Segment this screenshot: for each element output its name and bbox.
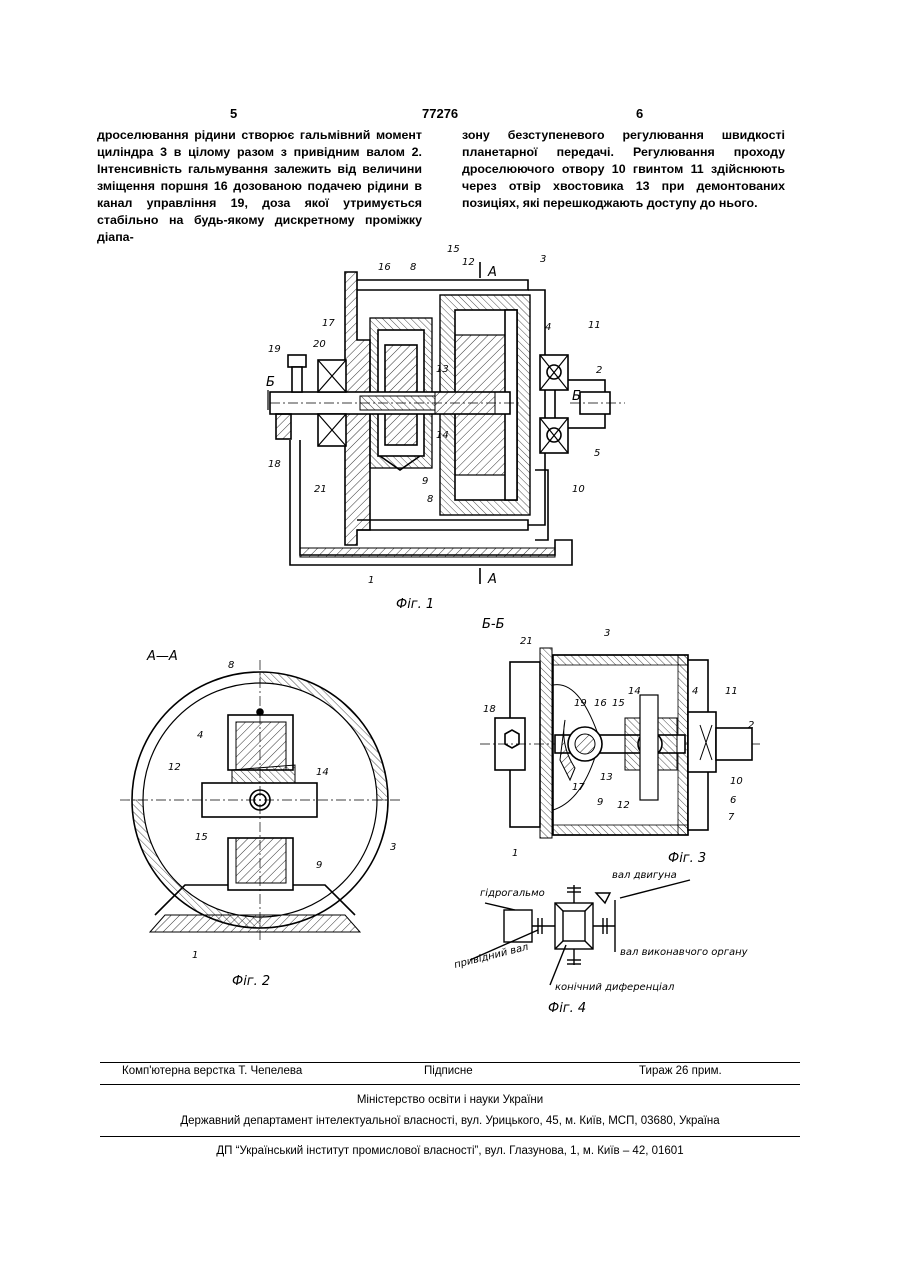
svg-text:1: 1 (512, 848, 518, 859)
footer-ministry: Міністерство освіти і науки України (100, 1094, 800, 1106)
svg-text:10: 10 (572, 484, 585, 495)
svg-text:Фіг. 2: Фіг. 2 (232, 974, 270, 989)
svg-text:19: 19 (574, 698, 587, 709)
svg-text:9: 9 (597, 797, 603, 808)
svg-text:15: 15 (612, 698, 625, 709)
figure-1 (268, 262, 625, 584)
svg-text:14: 14 (316, 767, 329, 778)
svg-text:Б: Б (572, 389, 581, 404)
svg-text:8: 8 (410, 262, 416, 273)
svg-text:А: А (487, 572, 497, 587)
svg-text:21: 21 (314, 484, 327, 495)
svg-text:14: 14 (628, 686, 641, 697)
svg-text:18: 18 (483, 704, 496, 715)
svg-text:13: 13 (600, 772, 613, 783)
svg-text:Фіг. 3: Фіг. 3 (668, 851, 706, 866)
svg-text:4: 4 (197, 730, 203, 741)
svg-text:2: 2 (748, 720, 754, 731)
svg-text:Фіг. 4: Фіг. 4 (548, 1001, 586, 1016)
svg-text:10: 10 (730, 776, 743, 787)
footer-department: Державний департамент інтелектуальної вл… (100, 1115, 800, 1127)
svg-text:16: 16 (378, 262, 391, 273)
svg-text:3: 3 (604, 628, 610, 639)
svg-text:3: 3 (540, 254, 546, 265)
svg-text:8: 8 (427, 494, 433, 505)
footer-divider-middle (100, 1084, 800, 1085)
footer-institute: ДП “Український інститут промислової вла… (100, 1145, 800, 1157)
label-hydrobrake: гідрогальмо (480, 887, 545, 899)
svg-text:18: 18 (268, 459, 281, 470)
svg-text:4: 4 (692, 686, 698, 697)
svg-text:12: 12 (617, 800, 630, 811)
svg-text:Б-Б: Б-Б (482, 617, 505, 632)
svg-text:9: 9 (422, 476, 428, 487)
figure-4-labels: гідрогальмо вал двигуна вал виконавчого … (453, 870, 749, 1016)
svg-text:11: 11 (588, 320, 601, 331)
footer-signed: Підписне (424, 1065, 473, 1077)
svg-text:15: 15 (195, 832, 208, 843)
figure-2-labels: А—А 8 4 12 14 15 9 3 1 Фіг. 2 (146, 649, 396, 989)
svg-text:4: 4 (545, 322, 551, 333)
svg-text:15: 15 (447, 244, 460, 255)
label-output-shaft: вал виконавчого органу (620, 947, 749, 958)
svg-text:А: А (487, 265, 497, 280)
label-motor-shaft: вал двигуна (612, 870, 677, 881)
svg-text:9: 9 (316, 860, 322, 871)
svg-text:11: 11 (725, 686, 738, 697)
svg-text:14: 14 (436, 430, 449, 441)
svg-text:6: 6 (730, 795, 736, 806)
svg-text:2: 2 (596, 365, 602, 376)
figure-2 (120, 660, 400, 940)
footer-divider-bottom (100, 1136, 800, 1137)
svg-text:17: 17 (322, 318, 335, 329)
svg-text:1: 1 (192, 950, 198, 961)
svg-text:21: 21 (520, 636, 533, 647)
svg-text:Б: Б (266, 375, 275, 390)
footer-circulation: Тираж 26 прим. (639, 1065, 722, 1077)
svg-text:8: 8 (228, 660, 234, 671)
svg-text:17: 17 (572, 782, 585, 793)
svg-text:3: 3 (390, 842, 396, 853)
svg-text:7: 7 (728, 812, 735, 823)
svg-text:12: 12 (462, 257, 475, 268)
svg-text:20: 20 (313, 339, 326, 350)
svg-text:Фіг. 1: Фіг. 1 (396, 597, 434, 612)
svg-text:1: 1 (368, 575, 374, 586)
svg-text:5: 5 (594, 448, 600, 459)
svg-text:16: 16 (594, 698, 607, 709)
svg-text:19: 19 (268, 344, 281, 355)
label-drive-shaft: привідний вал (453, 941, 530, 971)
svg-text:12: 12 (168, 762, 181, 773)
footer-layout-credit: Комп'ютерна верстка Т. Чепелева (122, 1065, 302, 1077)
svg-text:13: 13 (436, 364, 449, 375)
footer-divider-top (100, 1062, 800, 1063)
label-differential: конічний диференціал (555, 981, 675, 993)
svg-text:А—А: А—А (146, 649, 178, 664)
